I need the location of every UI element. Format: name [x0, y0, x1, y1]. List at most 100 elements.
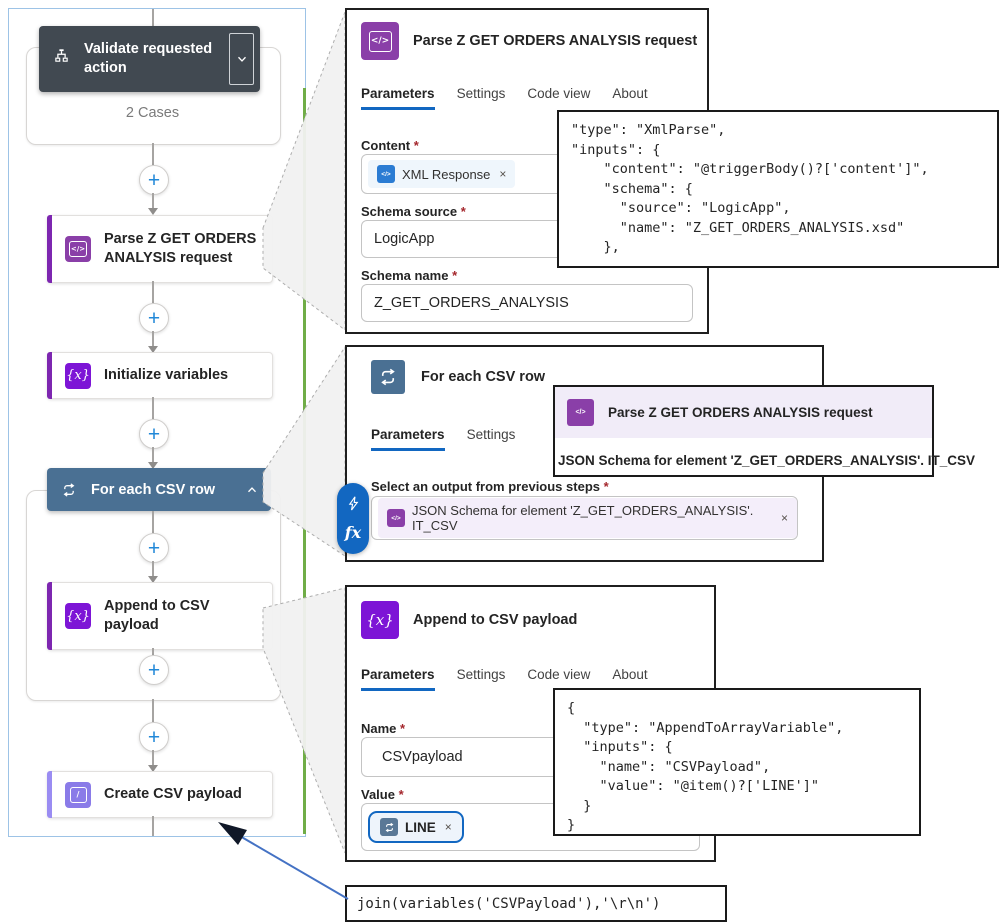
select-output-label: Select an output from previous steps *	[371, 479, 609, 494]
insert-step-button[interactable]: +	[139, 722, 169, 752]
required-marker: *	[452, 268, 458, 283]
node-foreach-csv-row[interactable]: For each CSV row	[47, 468, 271, 511]
accent-bar	[47, 215, 52, 283]
node-create-csv-payload[interactable]: / Create CSV payload	[47, 771, 273, 818]
tab-bar: Parameters Settings	[371, 427, 515, 451]
required-marker: *	[413, 138, 419, 153]
workflow-canvas: Validate requested action 2 Cases + </> …	[8, 8, 306, 837]
connector-line	[152, 9, 154, 32]
tooltip-title: Parse Z GET ORDERS ANALYSIS request	[608, 405, 873, 420]
tab-parameters[interactable]: Parameters	[361, 667, 435, 691]
schema-source-label: Schema source *	[361, 204, 466, 219]
connector-line	[152, 699, 154, 722]
schema-name-value: Z_GET_ORDERS_ANALYSIS	[374, 295, 569, 311]
connector-line	[152, 648, 154, 655]
fx-icon: fx	[344, 523, 362, 543]
chevron-up-icon[interactable]	[245, 483, 259, 497]
xml-parse-icon: </>	[387, 509, 405, 527]
panel-title: For each CSV row	[421, 369, 546, 385]
connector-line	[152, 143, 154, 165]
insert-step-button[interactable]: +	[139, 533, 169, 563]
chevron-down-icon	[237, 56, 246, 62]
json-schema-token[interactable]: </> JSON Schema for element 'Z_GET_ORDER…	[378, 498, 797, 538]
xml-parse-icon: </>	[65, 236, 91, 262]
connector-line	[152, 331, 154, 346]
tab-settings[interactable]: Settings	[456, 667, 506, 682]
token-label: XML Response	[402, 166, 491, 182]
insert-step-button[interactable]: +	[139, 303, 169, 333]
arrow-down-icon	[148, 208, 158, 215]
arrow-down-icon	[148, 346, 158, 353]
plus-icon: +	[147, 306, 161, 330]
close-icon[interactable]: ×	[780, 511, 788, 525]
schema-source-value: LogicApp	[374, 231, 435, 247]
node-parse-request[interactable]: </> Parse Z GET ORDERS ANALYSIS request	[47, 215, 273, 283]
arrow-down-icon	[148, 765, 158, 772]
append-panel: {x} Append to CSV payload Parameters Set…	[345, 585, 716, 862]
xml-parse-icon: </>	[361, 22, 399, 60]
insert-step-button[interactable]: +	[139, 419, 169, 449]
token-label: LINE	[405, 819, 436, 835]
tab-code-view[interactable]: Code view	[527, 86, 591, 101]
name-field-label: Name *	[361, 721, 406, 736]
tab-parameters[interactable]: Parameters	[361, 86, 435, 110]
node-label: Create CSV payload	[104, 786, 242, 802]
value-field-label: Value *	[361, 787, 404, 802]
variables-icon: {x}	[65, 362, 91, 389]
insert-step-button[interactable]: +	[139, 165, 169, 195]
close-icon[interactable]: ×	[444, 820, 452, 834]
tab-parameters[interactable]: Parameters	[371, 427, 445, 451]
xml-response-token[interactable]: </> XML Response ×	[368, 160, 516, 188]
insert-step-button[interactable]: +	[139, 655, 169, 685]
required-marker: *	[460, 204, 466, 219]
xml-response-icon: </>	[377, 165, 395, 183]
name-value: CSVpayload	[382, 749, 463, 765]
node-initialize-variables[interactable]: {x} Initialize variables	[47, 352, 273, 399]
tab-about[interactable]: About	[612, 667, 648, 682]
connector-line	[152, 193, 154, 208]
plus-icon: +	[147, 168, 161, 192]
code-snippet-append: { "type": "AppendToArrayVariable", "inpu…	[553, 688, 921, 836]
required-marker: *	[398, 787, 404, 802]
close-icon[interactable]: ×	[499, 167, 507, 181]
switch-icon	[53, 48, 70, 70]
token-label: JSON Schema for element 'Z_GET_ORDERS_AN…	[412, 503, 754, 533]
collapse-button[interactable]	[229, 33, 254, 85]
plus-icon: +	[147, 658, 161, 682]
node-append-to-csv-payload[interactable]: {x} Append to CSV payload	[47, 582, 273, 650]
loop-icon	[63, 482, 75, 497]
node-label: Append to CSV payload	[104, 598, 210, 633]
connector-line	[152, 281, 154, 303]
tab-about[interactable]: About	[612, 86, 648, 101]
panel-title: Append to CSV payload	[413, 612, 578, 628]
dynamic-content-flyout-button[interactable]: fx	[337, 483, 369, 554]
node-label: Parse Z GET ORDERS ANALYSIS request	[104, 231, 257, 266]
tab-code-view[interactable]: Code view	[527, 667, 591, 682]
panel-title: Parse Z GET ORDERS ANALYSIS request	[413, 33, 698, 49]
connector-line	[152, 561, 154, 576]
required-marker: *	[400, 721, 406, 736]
plus-icon: +	[147, 536, 161, 560]
xml-parse-icon: </>	[567, 399, 594, 426]
node-label: Validate requested action	[84, 41, 213, 76]
line-token[interactable]: LINE ×	[368, 811, 464, 843]
tooltip-header: </> Parse Z GET ORDERS ANALYSIS request	[555, 387, 932, 438]
select-output-input[interactable]: </> JSON Schema for element 'Z_GET_ORDER…	[371, 496, 798, 540]
tooltip-body: JSON Schema for element 'Z_GET_ORDERS_AN…	[558, 453, 976, 468]
variables-icon: {x}	[361, 601, 399, 639]
node-validate-requested-action[interactable]: Validate requested action	[39, 26, 260, 92]
connector-line	[152, 397, 154, 419]
variables-icon: {x}	[65, 603, 91, 629]
node-label: For each CSV row	[91, 481, 216, 498]
schema-name-input[interactable]: Z_GET_ORDERS_ANALYSIS	[361, 284, 693, 322]
required-marker: *	[603, 479, 609, 494]
connector-line	[152, 511, 154, 533]
connector-line	[152, 447, 154, 462]
tab-settings[interactable]: Settings	[456, 86, 506, 101]
tab-settings[interactable]: Settings	[466, 427, 516, 442]
loop-item-icon	[380, 818, 398, 836]
arrow-down-icon	[148, 462, 158, 469]
connector-line	[152, 816, 154, 836]
lightning-icon	[348, 496, 358, 510]
code-snippet-xmlparse: "type": "XmlParse", "inputs": { "content…	[557, 110, 999, 268]
